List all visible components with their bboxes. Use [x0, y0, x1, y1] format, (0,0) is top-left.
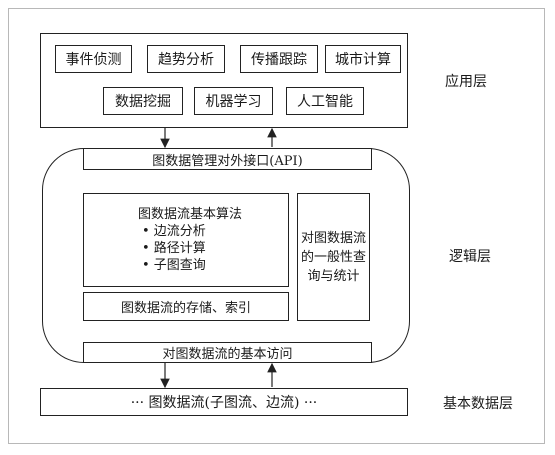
storage-index-box: 图数据流的存储、索引: [83, 292, 289, 321]
algorithm-subgraph-query: • 子图查询: [142, 258, 206, 273]
basic-access-box: 对图数据流的基本访问: [83, 342, 372, 363]
diagram-frame: [8, 8, 545, 444]
api-box: 图数据管理对外接口(API): [83, 148, 372, 170]
application-layer-label: 应用层: [445, 74, 487, 90]
algorithms-title: 图数据流基本算法: [138, 207, 243, 222]
app-item-trend-analysis: 趋势分析: [147, 45, 225, 73]
logic-layer-label: 逻辑层: [449, 249, 491, 265]
algorithms-box: [83, 193, 289, 287]
app-item-propagation-tracking: 传播跟踪: [240, 45, 318, 73]
app-item-data-mining: 数据挖掘: [103, 87, 183, 115]
algorithm-path-computation: • 路径计算: [142, 241, 206, 256]
app-item-artificial-intelligence: 人工智能: [286, 87, 364, 115]
app-item-machine-learning: 机器学习: [194, 87, 273, 115]
query-line-3: 询与统计: [307, 268, 360, 284]
app-item-event-detection: 事件侦测: [55, 45, 132, 73]
algorithm-edge-stream: • 边流分析: [142, 224, 206, 239]
base-data-box: ··· 图数据流(子图流、边流) ···: [40, 388, 408, 416]
query-line-1: 对图数据流: [300, 230, 366, 246]
base-data-layer-label: 基本数据层: [443, 396, 513, 412]
query-line-2: 的一般性查: [300, 249, 366, 265]
app-item-urban-computing: 城市计算: [325, 45, 401, 73]
general-query-box: 对图数据流 的一般性查 询与统计: [297, 193, 370, 321]
